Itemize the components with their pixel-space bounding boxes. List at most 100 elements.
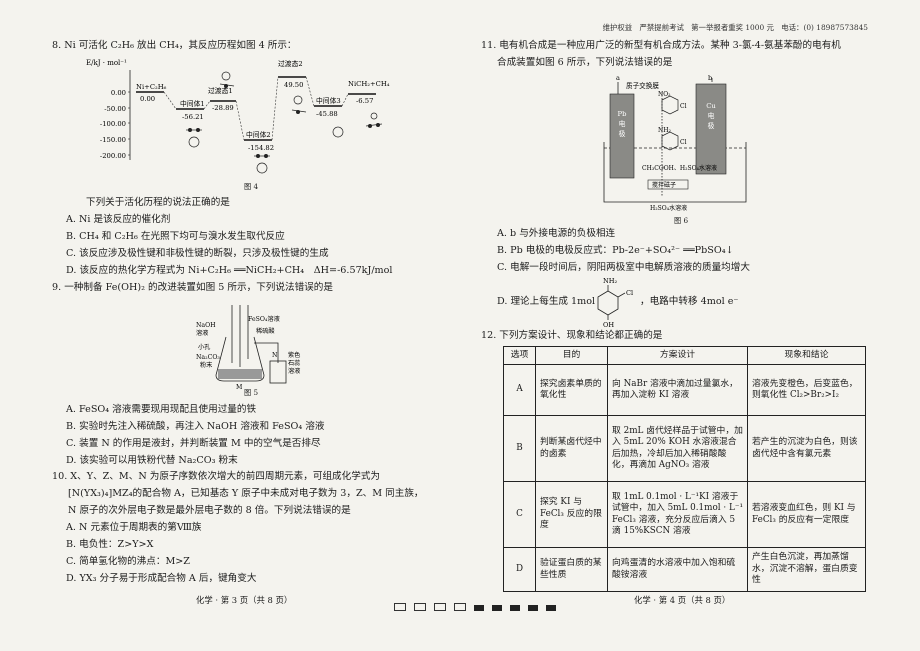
row-goal: 探究卤素单质的氧化性 (535, 364, 608, 416)
value-start: 0.00 (140, 95, 155, 103)
struct-nh2: NH₂ (603, 277, 618, 285)
label-cu-electrode-2: 极 (708, 121, 715, 130)
footer-left: 化学 · 第 3 页（共 8 页） (196, 595, 293, 605)
q8-stem: 8. Ni 可活化 C₂H₆ 放出 CH₄，其反应历程如图 4 所示： (52, 40, 297, 51)
table-row: B 判断某卤代烃中的卤素 取 2mL 卤代烃样品于试管中，加入 5mL 20% … (503, 415, 866, 482)
header-plan: 方案设计 (607, 346, 748, 365)
q9-option-c: C. 装置 N 的作用是液封，并判断装置 M 中的空气是否排尽 (66, 438, 321, 449)
q10-option-c: C. 简单氢化物的沸点：M>Z (66, 556, 190, 567)
table-header-row: 选项 目的 方案设计 现象和结论 (503, 346, 866, 365)
tick-200: -200.00 (100, 152, 126, 160)
q8-option-a: A. Ni 是该反应的催化剂 (66, 214, 171, 225)
label-cu: Cu (706, 102, 716, 110)
row-plan: 向鸡蛋清的水溶液中加入饱和硫酸铵溶液 (607, 547, 748, 592)
row-plan: 取 1mL 0.1mol · L⁻¹KI 溶液于试管中，加入 5mL 0.1mo… (607, 481, 748, 548)
q11-option-b: B. Pb 电极的电极反应式：Pb-2e⁻+SO₄²⁻ ══PbSO₄↓ (497, 245, 734, 256)
value-intermediate-2: -154.82 (248, 144, 274, 152)
page-header: 维护权益 严禁提前考试 第一举报者重奖 1000 元 电话：(0) 189875… (602, 23, 868, 32)
q10-stem-line-2: [N(YX₃)₄]MZ₄的配合物 A，已知基态 Y 原子中未成对电子数为 3，Z… (68, 488, 424, 499)
label-cl-reactant: Cl (680, 103, 687, 110)
row-plan: 取 2mL 卤代烃样品于试管中，加入 5mL 20% KOH 水溶液混合后加热，… (607, 415, 748, 482)
q11-option-d-tail: ，电路中转移 4mol e⁻ (640, 296, 739, 307)
tick-150: -150.00 (100, 136, 126, 144)
product-structure: NH₂ Cl OH (597, 277, 633, 329)
q11-option-c: C. 电解一段时间后，阴阳两极室中电解质溶液的质量均增大 (497, 262, 750, 273)
q11-stem-line-1: 11. 电有机合成是一种应用广泛的新型有机合成方法。某种 3-氯-4-氨基苯酚的… (481, 40, 841, 51)
table-row: C 探究 KI 与 FeCl₃ 反应的限度 取 1mL 0.1mol · L⁻¹… (503, 481, 866, 548)
row-result: 若溶液变血红色，则 KI 与 FeCl₃ 的反应有一定限度 (747, 481, 866, 548)
row-goal: 判断某卤代烃中的卤素 (535, 415, 608, 482)
q9-stem: 9. 一种制备 Fe(OH)₂ 的改进装置如图 5 所示，下列说法错误的是 (52, 282, 333, 293)
q12-stem: 12. 下列方案设计、现象和结论都正确的是 (481, 330, 663, 341)
label-nh2: NH₂ (658, 127, 671, 134)
table-row: A 探究卤素单质的氧化性 向 NaBr 溶液中滴加过量氯水，再加入淀粉 KI 溶… (503, 364, 866, 416)
label-litmus-3: 溶液 (288, 367, 300, 375)
energy-profile-diagram: E/kJ · mol⁻¹ 0.00 -50.00 -100.00 -150.00… (86, 59, 390, 174)
q8-option-c: C. 该反应涉及极性键和非极性键的断裂，只涉及极性键的生成 (66, 248, 329, 259)
row-goal: 验证蛋白质的某些性质 (535, 547, 608, 592)
row-goal: 探究 KI 与 FeCl₃ 反应的限度 (535, 481, 608, 548)
label-naoh: NaOH (196, 322, 216, 329)
label-intermediate-3: 中间体3 (316, 96, 341, 105)
label-naoh-solution: 溶液 (196, 329, 208, 337)
header-option: 选项 (503, 346, 536, 365)
label-small-hole: 小孔 (198, 343, 210, 351)
fig6-caption: 图 6 (674, 216, 689, 225)
q11-option-a: A. b 与外接电源的负极相连 (497, 228, 616, 239)
q10-option-a: A. N 元素位于周期表的第Ⅷ族 (66, 522, 202, 533)
value-intermediate-3: -45.88 (316, 110, 338, 118)
q9-option-d: D. 该实验可以用铁粉代替 Na₂CO₃ 粉末 (66, 455, 238, 466)
label-pb-electrode-1: 电 (619, 119, 626, 128)
row-option: C (503, 481, 536, 548)
label-terminal-b: b (708, 74, 712, 82)
value-transition-2: 49.50 (284, 81, 303, 89)
label-stir-bar: 搅拌磁子 (652, 181, 676, 189)
label-powder: 粉末 (200, 361, 212, 369)
row-option: B (503, 415, 536, 482)
struct-cl: Cl (626, 289, 633, 297)
fig4-caption: 图 4 (244, 182, 259, 191)
label-bottom-solution: H₂SO₄水溶液 (650, 204, 687, 212)
header-result: 现象和结论 (747, 346, 866, 365)
label-transition-1: 过渡态1 (208, 86, 233, 95)
q11-option-d: D. 理论上每生成 1mol (497, 296, 596, 307)
row-option: D (503, 547, 536, 592)
electrolysis-cell-figure-6: a b 质子交换膜 Pb 电 极 Cu 电 极 NO₂ Cl NH₂ Cl CH… (603, 74, 747, 212)
tick-0: 0.00 (111, 89, 126, 97)
apparatus-figure-5: NaOH 溶液 FeSO₄溶液 稀硫酸 小孔 Na₂CO₃ 粉末 M N 紫色 … (196, 305, 300, 389)
q9-option-b: B. 实验时先注入稀硫酸，再注入 NaOH 溶液和 FeSO₄ 溶液 (66, 421, 325, 432)
q9-option-a: A. FeSO₄ 溶液需要现用现配且使用过量的铁 (66, 404, 257, 415)
struct-oh: OH (603, 321, 614, 329)
tick-100: -100.00 (100, 120, 126, 128)
label-intermediate-1: 中间体1 (180, 99, 205, 108)
q11-stem-line-2: 合成装置如图 6 所示，下列说法错误的是 (497, 57, 673, 68)
label-apparatus-m: M (236, 384, 243, 389)
q10-option-d: D. YX₃ 分子易于形成配合物 A 后，键角变大 (66, 573, 257, 584)
label-litmus-2: 石蕊 (288, 359, 300, 367)
label-proton-membrane: 质子交换膜 (626, 81, 659, 90)
label-apparatus-n: N (272, 352, 278, 359)
label-transition-2: 过渡态2 (278, 59, 303, 68)
q10-option-b: B. 电负性：Z>Y>X (66, 539, 154, 550)
value-intermediate-1: -56.21 (182, 113, 204, 121)
value-end: -6.57 (356, 97, 373, 105)
label-feso4: FeSO₄溶液 (248, 315, 280, 323)
label-pb-electrode-2: 极 (619, 129, 626, 138)
label-litmus-1: 紫色 (288, 351, 300, 359)
row-result: 产生白色沉淀，再加蒸馏水，沉淀不溶解，蛋白质变性 (747, 547, 866, 592)
row-plan: 向 NaBr 溶液中滴加过量氯水，再加入淀粉 KI 溶液 (607, 364, 748, 416)
footer-right: 化学 · 第 4 页（共 8 页） (634, 595, 731, 605)
label-electrolyte: CH₃COOH、H₂SO₄水溶液 (642, 164, 717, 172)
row-option: A (503, 364, 536, 416)
table-row: D 验证蛋白质的某些性质 向鸡蛋清的水溶液中加入饱和硫酸铵溶液 产生白色沉淀，再… (503, 547, 866, 592)
label-cl-product: Cl (680, 139, 687, 146)
tick-50: -50.00 (104, 105, 126, 113)
label-pb: Pb (618, 110, 628, 118)
q12-table: 选项 目的 方案设计 现象和结论 A 探究卤素单质的氧化性 向 NaBr 溶液中… (503, 346, 866, 592)
label-no2: NO₂ (658, 91, 671, 98)
label-na2co3: Na₂CO₃ (196, 354, 220, 361)
header-goal: 目的 (535, 346, 608, 365)
q8-question: 下列关于活化历程的说法正确的是 (86, 197, 230, 208)
label-end: NiCH₂+CH₄ (348, 80, 390, 88)
page-markers (390, 596, 560, 615)
